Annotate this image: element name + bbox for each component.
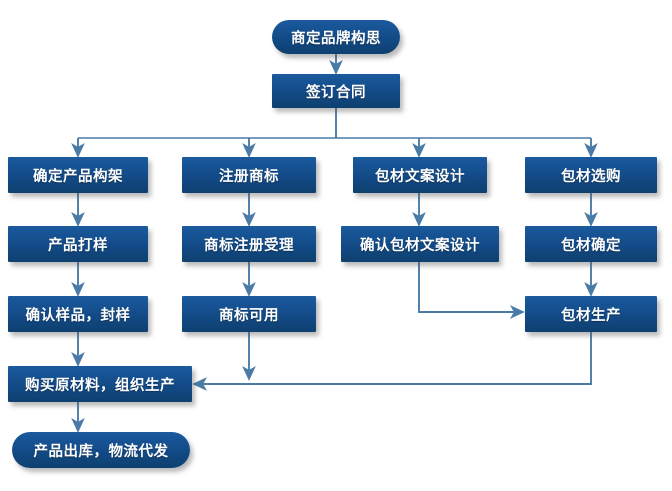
node-label: 包材文案设计 <box>375 168 465 185</box>
node-packaging-production[interactable]: 包材生产 <box>525 296 657 332</box>
node-packaging-purchase[interactable]: 包材选购 <box>525 157 657 193</box>
node-label: 包材确定 <box>561 237 621 254</box>
node-label: 注册商标 <box>219 168 279 185</box>
node-label: 包材生产 <box>561 307 621 324</box>
node-trademark-registration-accepted[interactable]: 商标注册受理 <box>182 226 316 262</box>
node-product-sampling[interactable]: 产品打样 <box>8 226 148 262</box>
node-confirm-packaging-copy-design[interactable]: 确认包材文案设计 <box>341 226 499 262</box>
node-brand-idea[interactable]: 商定品牌构思 <box>272 20 400 54</box>
node-label: 购买原材料，组织生产 <box>25 377 175 394</box>
node-label: 确认样品，封样 <box>25 307 131 324</box>
node-label: 确定产品构架 <box>33 168 123 185</box>
node-label: 产品出库，物流代发 <box>33 443 169 460</box>
node-label: 产品打样 <box>48 237 108 254</box>
node-buy-materials-organize-production[interactable]: 购买原材料，组织生产 <box>8 366 192 402</box>
edge-pkg-production-feedback-to-buy <box>192 332 592 391</box>
node-confirm-sample-seal[interactable]: 确认样品，封样 <box>8 296 148 332</box>
node-label: 商定品牌构思 <box>291 30 381 47</box>
node-label: 商标注册受理 <box>204 237 294 254</box>
node-label: 签订合同 <box>306 84 366 101</box>
node-register-trademark[interactable]: 注册商标 <box>182 157 316 193</box>
node-label: 商标可用 <box>219 307 279 324</box>
node-product-shipout-logistics[interactable]: 产品出库，物流代发 <box>12 432 190 468</box>
node-packaging-copy-design[interactable]: 包材文案设计 <box>353 157 487 193</box>
node-define-product-frame[interactable]: 确定产品构架 <box>8 157 148 193</box>
edge-confirm-copy-to-pkg-production <box>418 262 525 319</box>
node-label: 确认包材文案设计 <box>360 237 480 254</box>
node-trademark-available[interactable]: 商标可用 <box>182 296 316 332</box>
node-label: 包材选购 <box>561 168 621 185</box>
node-packaging-confirmed[interactable]: 包材确定 <box>525 226 657 262</box>
node-sign-contract[interactable]: 签订合同 <box>272 74 400 108</box>
